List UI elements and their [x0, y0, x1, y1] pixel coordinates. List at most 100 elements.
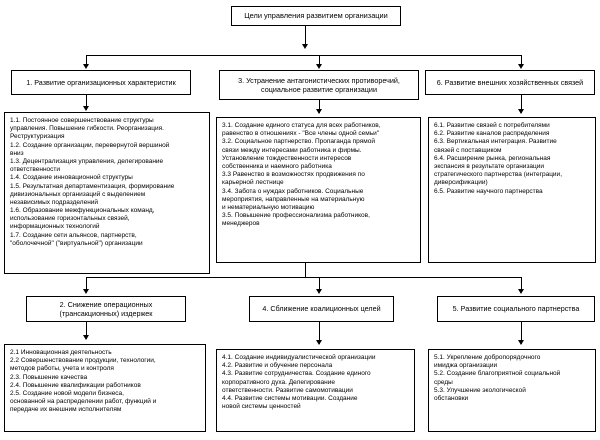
detail-4-line-1: 4.2. Развитие и обучение персонала	[222, 362, 333, 370]
detail-6-line-8: 6.5. Развитие научного партнерства	[434, 187, 543, 195]
detail-3-line-1: равенство в отношениях - "Все члены одно…	[222, 130, 380, 138]
detail-1-line-15: "оболочечной" ("виртуальной") организаци…	[10, 239, 143, 247]
arrow-to-branch-4	[316, 289, 322, 294]
detail-2-line-0: 2.1 Инновационная деятельность	[10, 349, 112, 356]
detail-1-line-9: дивизиональных организаций с выделением	[10, 190, 146, 198]
connector-bottom-bus-drop-4	[319, 277, 320, 291]
branch-header-5[interactable]: 5. Развитие социального партнерства	[437, 296, 595, 322]
arrow-branch-3-detail	[316, 109, 322, 114]
detail-3-line-2: 3.2. Социальное партнерство. Пропаганда …	[222, 138, 375, 146]
detail-box-4: 4.1. Создание индивидуалистической орган…	[216, 349, 415, 432]
detail-3-line-9: мероприятия, направленные на материальну…	[222, 195, 365, 203]
detail-6-line-1: 6.2. Развитие каналов распределения	[434, 130, 550, 138]
arrow-to-branch-5	[518, 289, 524, 294]
connector-branch-4-stem	[319, 322, 320, 344]
arrow-branch-5-detail	[518, 340, 524, 345]
detail-1-line-2: Реструктуризация	[10, 133, 65, 141]
connector-top-bus-drop-1	[86, 55, 87, 66]
branch-header-6[interactable]: 6. Развитие внешних хозяйственных связей	[425, 70, 595, 95]
detail-2-line-7: передаче их внешним исполнителям	[10, 406, 122, 414]
detail-2-line-5: 2.5. Создание новой модели бизнеса,	[10, 389, 124, 397]
arrow-branch-6-detail	[518, 109, 524, 114]
connector-branch-2-stem	[86, 322, 87, 339]
arrow-branch-1-detail	[83, 106, 89, 111]
connector-branch-6-stem	[521, 95, 522, 113]
connector-branch-5-stem	[521, 322, 522, 344]
branch-header-6-label: 6. Развитие внешних хозяйственных связей	[436, 77, 584, 87]
arrow-to-branch-3	[316, 64, 322, 69]
detail-3-line-0: 3.1. Создание единого статуса для всех р…	[222, 122, 381, 129]
detail-4-line-3: корпоративного духа. Делегирование	[222, 378, 336, 386]
connector-branch-1-stem	[86, 95, 87, 110]
connector-root-stem	[305, 26, 306, 46]
branch-header-1[interactable]: 1. Развитие организационных характеристи…	[11, 70, 191, 95]
detail-5-line-4: 5.3. Улучшение экологической	[434, 386, 526, 394]
arrow-branch-2-detail	[83, 335, 89, 340]
arrow-to-branch-2	[83, 289, 89, 294]
detail-3-line-10: и нематериальную мотивацию	[222, 203, 315, 211]
detail-box-5: 5.1. Укрепление добропорядочного имиджа …	[428, 349, 596, 432]
detail-3-line-11: 3.5. Повышение профессионализма работник…	[222, 212, 370, 220]
branch-header-4[interactable]: 4. Сближение коалиционных целей	[249, 296, 394, 322]
connector-bottom-bus	[86, 277, 521, 278]
detail-1-line-3: 1.2. Создание организации, перевернутой …	[10, 141, 170, 149]
detail-4-line-4: ответственности. Развитие самомотивации	[222, 386, 353, 394]
branch-header-2[interactable]: 2. Снижение операционных (трансакционных…	[26, 296, 186, 322]
detail-1-line-7: 1.4. Создание инновационной структуры	[10, 174, 133, 182]
detail-3-line-5: собственника и наемного работника	[222, 162, 332, 170]
detail-6-line-2: 6.3. Вертикальная интеграция. Развитие	[434, 138, 557, 146]
branch-header-4-label: 4. Сближение коалиционных целей	[262, 304, 381, 314]
detail-3-line-3: связи между интересами работника и фирмы…	[222, 146, 362, 154]
detail-1-line-6: ответственности	[10, 166, 61, 174]
branch-header-3-label: 3. Устранение антагонистических противор…	[238, 75, 400, 94]
detail-1-line-13: информационных технологий	[10, 223, 100, 231]
detail-3-line-4: Установление тождественности интересов	[222, 154, 352, 162]
detail-2-line-1: 2.2 Совершенствование продукции, техноло…	[10, 357, 156, 365]
detail-box-3: 3.1. Создание единого статуса для всех р…	[216, 117, 421, 263]
detail-3-line-6: 3.3 Равенство в возможностях продвижения…	[222, 171, 365, 179]
detail-2-line-2: методов работы, учета и контроля	[10, 365, 114, 373]
arrow-root-stem	[302, 44, 308, 49]
detail-1-line-11: 1.6. Образование межфункциональных коман…	[10, 207, 155, 215]
connector-bottom-bus-drop-2	[86, 277, 87, 291]
branch-header-1-label: 1. Развитие организационных характеристи…	[26, 77, 176, 87]
detail-5-line-1: имиджа организации	[434, 362, 498, 370]
connector-branch-3-stem	[319, 100, 320, 113]
arrow-branch-4-detail	[316, 340, 322, 345]
detail-6-line-6: стратегического партнерства (интеграции,	[434, 171, 562, 179]
detail-1-line-0: 1.1. Постоянное совершенствование структ…	[10, 117, 154, 124]
detail-3-line-12: менеджеров	[222, 220, 260, 228]
connector-bottom-feed	[305, 263, 306, 277]
detail-1-line-14: 1.7. Создание сети альянсов, партнерств,	[10, 231, 137, 239]
detail-5-line-3: среды	[434, 378, 453, 386]
connector-top-bus	[86, 55, 521, 56]
detail-4-line-2: 4.3. Развитие сотрудничества. Создание е…	[222, 370, 371, 378]
detail-box-1: 1.1. Постоянное совершенствование структ…	[4, 112, 210, 274]
connector-top-bus-drop-6	[521, 55, 522, 66]
detail-3-line-8: 3.4. Забота о нуждах работников. Социаль…	[222, 187, 364, 195]
detail-1-line-8: 1.5. Результатная департаментизация, фор…	[10, 182, 175, 190]
detail-1-line-12: использование горизонтальных связей,	[10, 215, 130, 223]
detail-2-line-3: 2.3. Повышение качества	[10, 373, 88, 381]
detail-box-2: 2.1 Инновационная деятельность 2.2 Совер…	[4, 344, 206, 432]
detail-5-line-2: 5.2. Создание благоприятной социальной	[434, 370, 561, 378]
detail-4-line-6: новой системы ценностей	[222, 403, 301, 411]
detail-1-line-4: вниз	[10, 149, 24, 157]
connector-top-bus-drop-3	[319, 55, 320, 66]
detail-1-line-5: 1.3. Децентрализация управления, делегир…	[10, 157, 164, 165]
detail-1-line-10: независимых подразделений	[10, 198, 99, 206]
detail-6-line-0: 6.1. Развитие связей с потребителями	[434, 122, 550, 129]
detail-box-6: 6.1. Развитие связей с потребителями 6.2…	[428, 117, 596, 263]
branch-header-2-label: 2. Снижение операционных (трансакционных…	[59, 299, 153, 318]
arrow-to-branch-1	[83, 64, 89, 69]
detail-2-line-6: основанной на распределении работ, функц…	[10, 398, 157, 406]
branch-header-3[interactable]: 3. Устранение антагонистических противор…	[219, 70, 419, 100]
detail-5-line-0: 5.1. Укрепление добропорядочного	[434, 354, 541, 361]
connector-bottom-bus-drop-5	[521, 277, 522, 291]
detail-2-line-4: 2.4. Повышение квалификации работников	[10, 381, 141, 389]
branch-header-5-label: 5. Развитие социального партнерства	[452, 304, 580, 314]
detail-1-line-1: управления. Повышение гибкости. Реоргани…	[10, 125, 164, 133]
arrow-to-branch-6	[518, 64, 524, 69]
root-node-box[interactable]: Цели управления развитием организации	[231, 6, 401, 26]
